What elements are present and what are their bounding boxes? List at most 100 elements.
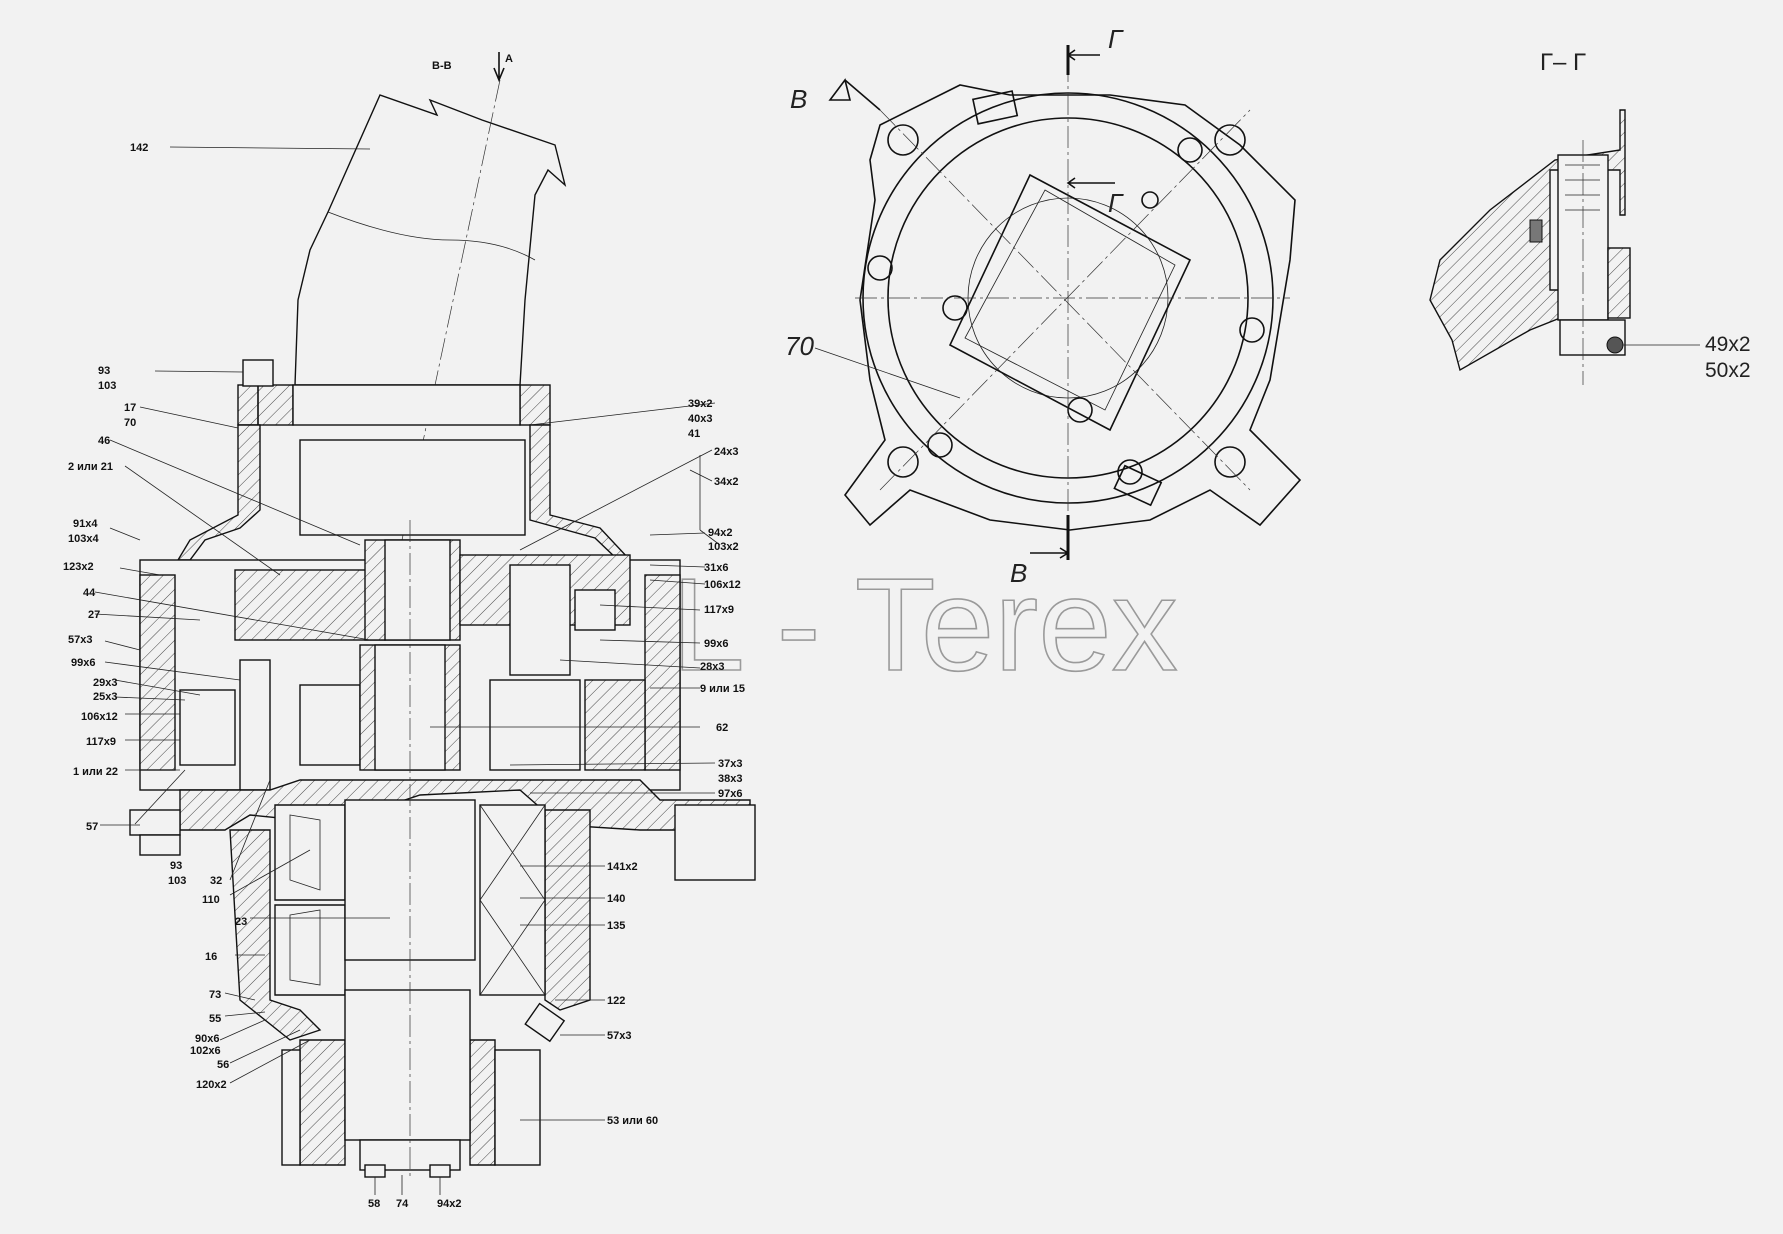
- left-leader-lines: [94, 146, 390, 1084]
- flange-clamp-bottom: [1113, 464, 1163, 507]
- label-103x4: 103х4: [68, 533, 99, 545]
- gg-right-plate: [1607, 247, 1631, 319]
- label-103-lower: 103: [168, 875, 186, 887]
- label-57x3-right: 57х3: [607, 1030, 631, 1042]
- mounting-lug-right: [674, 804, 756, 881]
- gg-label-49x2: 49х2: [1705, 333, 1751, 356]
- adapter-flange-right: [519, 384, 551, 426]
- label-106x12-right: 106х12: [704, 579, 741, 591]
- label-53-or-60: 53 или 60: [607, 1115, 658, 1127]
- label-91x4: 91х4: [73, 518, 98, 530]
- label-37x3: 37х3: [718, 758, 742, 770]
- label-24x3: 24х3: [714, 446, 738, 458]
- flange-bolt-holes: [887, 124, 1246, 478]
- label-1-or-22: 1 или 22: [73, 766, 118, 778]
- flange-70-leader: [814, 347, 961, 399]
- label-117x9-left: 117х9: [86, 736, 116, 748]
- label-99x6-left: 99х6: [71, 657, 95, 669]
- cut-g-mid-label: Г: [1108, 188, 1124, 218]
- flange-axis-d2: [879, 109, 1251, 491]
- label-40x3: 40х3: [688, 413, 712, 425]
- tapered-bearing-upper: [274, 804, 346, 901]
- section-gg-view: Г– Г 49х2 50х2: [1429, 49, 1751, 385]
- label-27: 27: [88, 609, 100, 621]
- label-117x9-right: 117х9: [704, 604, 734, 616]
- label-140: 140: [607, 893, 625, 905]
- label-103x2: 103х2: [708, 541, 739, 553]
- housing-left-wall: [139, 574, 176, 771]
- label-135: 135: [607, 920, 625, 932]
- bearing-cross-a: [479, 804, 546, 996]
- flange-bolts: [867, 137, 1265, 485]
- label-56: 56: [217, 1059, 229, 1071]
- section-bb-title: В-В: [432, 60, 452, 72]
- label-57: 57: [86, 821, 98, 833]
- label-94x2-bottom: 94х2: [437, 1198, 461, 1210]
- arrow-a-label: А: [505, 53, 513, 65]
- label-123x2: 123х2: [63, 561, 94, 573]
- flange-label-70: 70: [785, 331, 814, 361]
- adapter-flange-left: [237, 384, 294, 426]
- label-9-or-15: 9 или 15: [700, 683, 745, 695]
- label-93-lower: 93: [170, 860, 182, 872]
- bell-housing-left: [176, 424, 261, 561]
- section-gg-title: Г– Г: [1540, 49, 1586, 76]
- label-106x12-left: 106х12: [81, 711, 118, 723]
- cut-v-arrow-bottom-icon: [1030, 547, 1070, 559]
- label-102x6: 102х6: [190, 1045, 221, 1057]
- bolt-57-left: [129, 809, 181, 836]
- bell-housing-right: [529, 424, 632, 561]
- bearing-106-upper: [574, 589, 616, 631]
- pinion-outer: [494, 1049, 541, 1166]
- cut-v-bottom-label: В: [1010, 558, 1027, 588]
- bolt-58: [364, 1164, 386, 1178]
- flange-clamp-top: [971, 90, 1019, 125]
- label-38x3: 38х3: [718, 773, 742, 785]
- label-122: 122: [607, 995, 625, 1007]
- needle-bearing-141: [479, 804, 546, 996]
- label-93-top: 93: [98, 365, 110, 377]
- label-57x3-left: 57х3: [68, 634, 92, 646]
- label-62: 62: [716, 722, 728, 734]
- cut-g-top-label: Г: [1108, 24, 1124, 54]
- adapter-flange-center: [292, 384, 521, 426]
- label-94x2-right: 94х2: [708, 527, 732, 539]
- label-31x6: 31х6: [704, 562, 728, 574]
- bolt-93-103-lower: [139, 834, 181, 856]
- label-141x2: 141х2: [607, 861, 638, 873]
- label-16: 16: [205, 951, 217, 963]
- planet-gear-lower: [489, 679, 581, 771]
- section-bb-view: В-В А: [63, 52, 756, 1210]
- motor-body: [294, 94, 567, 386]
- roller-upper: [289, 814, 321, 891]
- label-44: 44: [83, 587, 96, 599]
- label-41: 41: [688, 428, 700, 440]
- label-29x3: 29х3: [93, 677, 117, 689]
- label-17: 17: [124, 402, 136, 414]
- tapered-bearing-lower: [274, 904, 346, 996]
- label-120x2: 120х2: [196, 1079, 227, 1091]
- label-32: 32: [210, 875, 222, 887]
- needle-bearing-mid: [299, 684, 361, 766]
- planet-gear-upper: [509, 564, 571, 676]
- bolt-57-lower-right: [524, 1002, 566, 1043]
- flange-outline: [843, 84, 1302, 531]
- label-39x2: 39х2: [688, 398, 712, 410]
- label-55: 55: [209, 1013, 221, 1025]
- bolt-93-103-top: [242, 359, 274, 387]
- housing-right-wall: [644, 574, 681, 771]
- ring-gear-lower: [584, 679, 646, 771]
- square-boss-inner: [964, 189, 1176, 411]
- gg-housing: [1429, 109, 1626, 372]
- pinion-outer-left: [281, 1049, 301, 1166]
- label-97x6: 97х6: [718, 788, 742, 800]
- square-boss: [948, 173, 1192, 432]
- label-110: 110: [202, 894, 220, 906]
- gg-label-50x2: 50х2: [1705, 359, 1751, 382]
- motor-break-line: [327, 211, 536, 261]
- bearing-seat-upper: [299, 439, 526, 536]
- gg-seal-49-50: [1606, 336, 1624, 354]
- pinion-hub-right: [469, 1039, 496, 1166]
- cut-g-arrow-mid-icon: [1066, 177, 1115, 189]
